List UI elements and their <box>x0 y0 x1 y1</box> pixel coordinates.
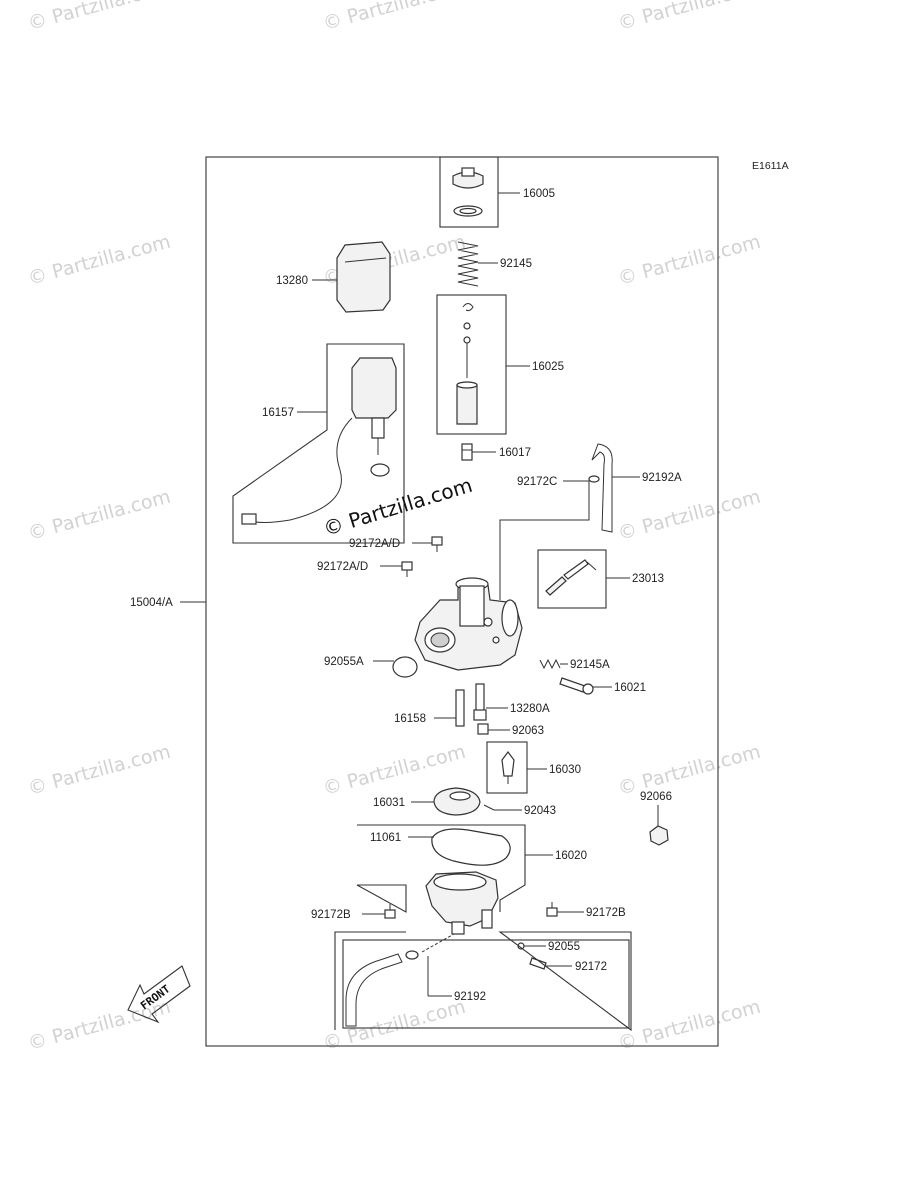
pin-92043-icon <box>483 804 495 811</box>
oring-92055A-icon <box>392 656 418 678</box>
screw-set-23013-icon <box>545 559 597 596</box>
carburetor-body-icon <box>414 577 523 671</box>
label-16020: 16020 <box>555 850 587 862</box>
label-16030: 16030 <box>549 764 581 776</box>
leader-92172C-frame <box>499 481 590 600</box>
plug-92063-icon <box>477 723 489 735</box>
box-92192-inner <box>342 939 630 1029</box>
float-chamber-icon <box>425 871 499 935</box>
label-16158: 16158 <box>394 713 426 725</box>
throttle-valve-16025-icon <box>456 303 478 425</box>
screw-92172B-2-icon <box>546 902 558 917</box>
label-92043: 92043 <box>524 805 556 817</box>
watermark-tiles: © Partzilla.com © Partzilla.com © Partzi… <box>26 0 763 1055</box>
watermark-tile: © Partzilla.com <box>616 0 763 35</box>
spring-92145-icon <box>457 241 479 287</box>
label-92192A: 92192A <box>642 472 682 484</box>
label-92172AD-2: 92172A/D <box>317 561 368 573</box>
label-23013: 23013 <box>632 573 664 585</box>
label-16021: 16021 <box>614 682 646 694</box>
float-valve-16030-icon <box>501 751 515 784</box>
hose-92192A-icon <box>588 443 613 533</box>
label-92172B-2: 92172B <box>586 907 626 919</box>
label-15004A: 15004/A <box>130 597 173 609</box>
cap-16005-icon <box>452 167 484 217</box>
watermark-tile: © Partzilla.com <box>616 486 763 545</box>
watermark-tile: © Partzilla.com <box>26 486 173 545</box>
box-92192 <box>334 931 632 1032</box>
label-92055A: 92055A <box>324 656 364 668</box>
cap-92066-icon <box>649 825 669 846</box>
watermark-tile: © Partzilla.com <box>26 0 173 35</box>
box-16005 <box>439 156 499 228</box>
screw-16021-icon <box>559 677 594 695</box>
label-92172: 92172 <box>575 961 607 973</box>
label-16025: 16025 <box>532 361 564 373</box>
watermark-tile: © Partzilla.com <box>321 0 468 35</box>
label-92145: 92145 <box>500 258 532 270</box>
label-92172B-1: 92172B <box>311 909 351 921</box>
box-16020 <box>356 824 526 913</box>
box-16025 <box>436 294 507 435</box>
hose-92192-icon <box>345 933 455 1027</box>
watermark-center: © Partzilla.com <box>320 473 475 541</box>
screw-92172AD-1-icon <box>431 536 443 552</box>
choke-16157-icon <box>241 357 397 525</box>
jet-16017-icon <box>461 443 473 461</box>
label-92172C: 92172C <box>517 476 557 488</box>
spring-92145A-icon <box>539 658 561 670</box>
watermark-tile: © Partzilla.com <box>26 231 173 290</box>
label-13280A: 13280A <box>510 703 550 715</box>
screw-92172B-1-icon <box>384 904 396 919</box>
label-16017: 16017 <box>499 447 531 459</box>
screw-92172-icon <box>529 957 547 970</box>
watermark-tile: © Partzilla.com <box>616 231 763 290</box>
label-16031: 16031 <box>373 797 405 809</box>
label-92145A: 92145A <box>570 659 610 671</box>
watermark-tile: © Partzilla.com <box>26 741 173 800</box>
gasket-11061-icon <box>431 828 511 866</box>
jet-13280A-icon <box>473 683 487 721</box>
box-16157 <box>232 343 405 544</box>
label-92172AD-1: 92172A/D <box>349 538 400 550</box>
cover-13280-icon <box>336 241 391 313</box>
label-11061: 11061 <box>370 832 401 844</box>
box-23013 <box>537 549 607 609</box>
watermark-tile: © Partzilla.com <box>616 741 763 800</box>
float-16031-icon <box>433 787 481 816</box>
label-92063: 92063 <box>512 725 544 737</box>
screw-92172AD-2-icon <box>401 561 413 577</box>
label-92066: 92066 <box>640 791 672 803</box>
label-92055: 92055 <box>548 941 580 953</box>
label-16005: 16005 <box>523 188 555 200</box>
label-92192: 92192 <box>454 991 486 1003</box>
diagram-code: E1611A <box>752 160 789 172</box>
label-13280: 13280 <box>276 275 308 287</box>
box-16030 <box>486 741 528 794</box>
label-16157: 16157 <box>262 407 294 419</box>
needle-jet-16158-icon <box>455 689 465 727</box>
